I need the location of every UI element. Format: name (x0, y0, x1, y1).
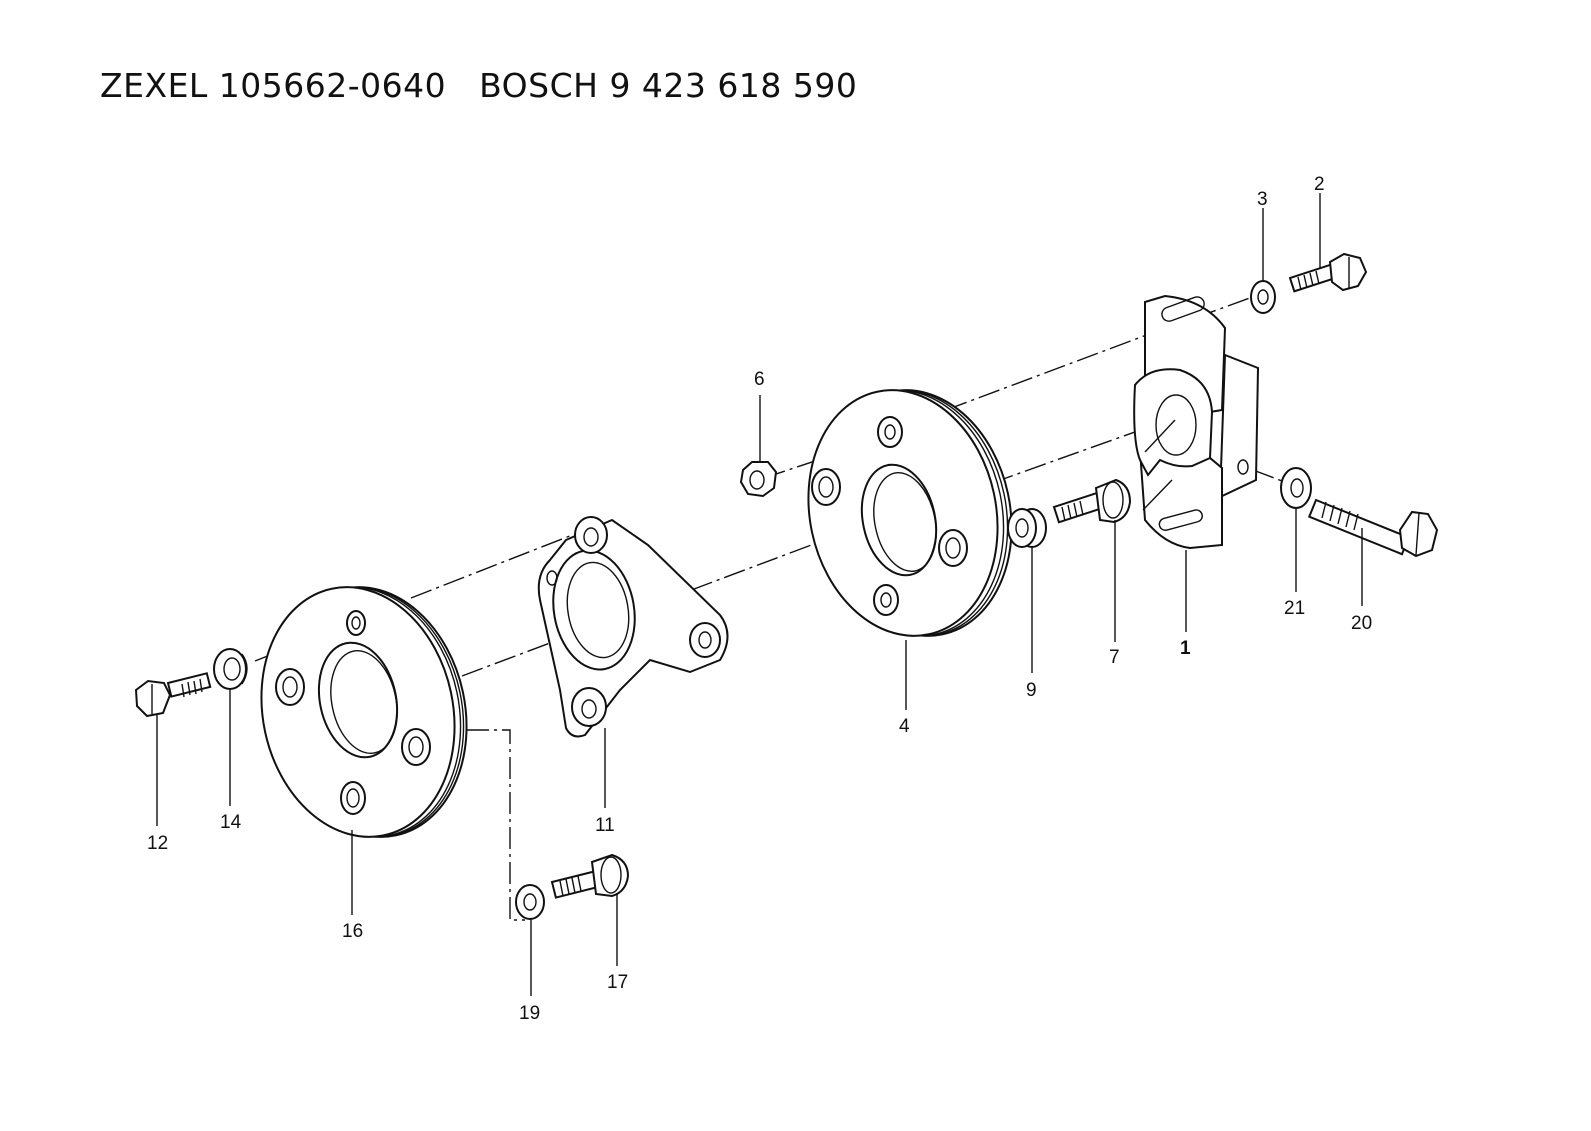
callout-3: 3 (1257, 189, 1268, 210)
part-9-collar-washer (1007, 508, 1047, 548)
part-17-shoulder-bolt (550, 853, 630, 899)
part-14-washer (213, 648, 248, 690)
part-19-washer (515, 884, 545, 920)
callout-17: 17 (607, 972, 628, 993)
callout-12: 12 (147, 833, 168, 854)
part-2-hex-bolt (1288, 252, 1368, 293)
callout-7: 7 (1109, 647, 1120, 668)
callout-9: 9 (1026, 680, 1037, 701)
part-12-hex-bolt (134, 672, 212, 718)
callout-1: 1 (1180, 638, 1191, 659)
callout-2: 2 (1314, 174, 1325, 195)
callout-16: 16 (342, 921, 363, 942)
part-16-flange-disc (260, 586, 468, 838)
part-1-bracket (1133, 294, 1260, 550)
callout-leaders (156, 193, 1363, 996)
part-20-long-hex-bolt (1307, 498, 1439, 558)
part-6-hex-nut (739, 461, 778, 498)
part-3-washer (1250, 280, 1276, 314)
callout-6: 6 (754, 369, 765, 390)
callout-11: 11 (595, 815, 615, 836)
drawing-title: ZEXEL 105662-0640 BOSCH 9 423 618 590 (100, 66, 858, 105)
callout-21: 21 (1284, 598, 1305, 619)
part-4-coupling-disc (807, 389, 1013, 637)
part-7-shoulder-bolt (1052, 478, 1132, 524)
callout-numbers: 12 14 16 11 4 6 9 7 1 3 2 21 20 19 17 (147, 174, 1372, 1024)
callout-19: 19 (519, 1003, 540, 1024)
part-11-flange-hub (537, 516, 729, 738)
callout-20: 20 (1351, 613, 1372, 634)
callout-4: 4 (899, 716, 910, 737)
callout-14: 14 (220, 812, 242, 833)
part-21-washer (1280, 467, 1312, 509)
